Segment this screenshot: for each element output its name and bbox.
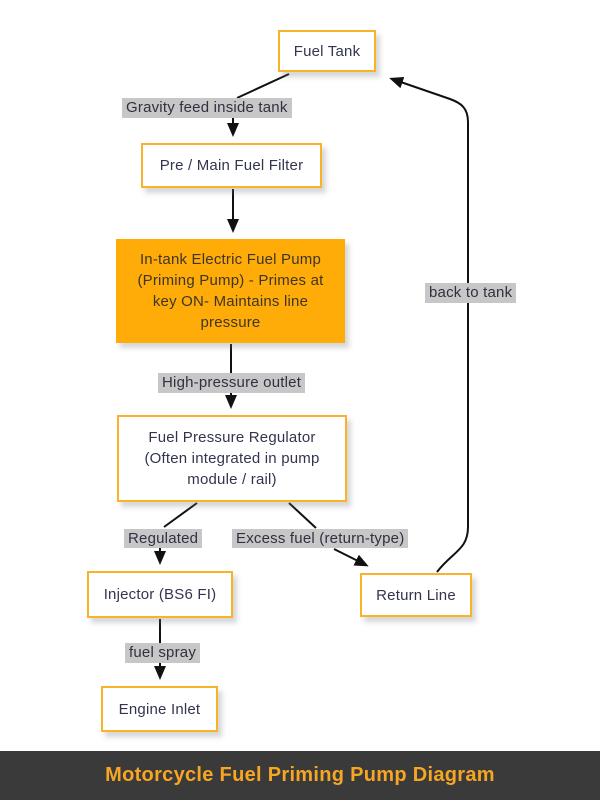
node-injector: Injector (BS6 FI) [87,571,233,618]
node-engine-inlet: Engine Inlet [101,686,218,732]
node-pressure-regulator-label: Fuel Pressure Regulator (Often integrate… [144,429,320,488]
edge-regulator-to-excess-label [288,502,317,529]
footer-bar: Motorcycle Fuel Priming Pump Diagram [0,751,600,800]
edge-label-excess-fuel: Excess fuel (return-type) [232,529,409,548]
edge-label-high-pressure-outlet: High-pressure outlet [158,373,306,393]
node-fuel-filter-label: Pre / Main Fuel Filter [159,157,304,174]
node-fuel-tank-label: Fuel Tank [293,42,361,60]
node-engine-inlet-label: Engine Inlet [118,700,201,718]
edge-label-fuel-spray: fuel spray [125,643,201,663]
node-fuel-filter: Pre / Main Fuel Filter [141,143,322,188]
node-priming-pump: In-tank Electric Fuel Pump (Priming Pump… [116,239,345,343]
node-priming-pump-label: In-tank Electric Fuel Pump (Priming Pump… [137,251,324,331]
edge-excess-to-returnline-arrow [333,548,369,567]
edge-regulator-to-regulated-label [163,502,198,528]
node-fuel-tank: Fuel Tank [278,30,376,72]
node-injector-label: Injector (BS6 FI) [103,586,217,603]
edge-returnline-back-to-tank-arrow [389,76,469,573]
node-return-line: Return Line [360,573,472,617]
diagram-title: Motorcycle Fuel Priming Pump Diagram [105,764,495,786]
edge-fueltank-to-gravity-label [236,73,290,99]
node-return-line-label: Return Line [376,586,456,604]
edge-label-regulated: Regulated [124,529,203,548]
node-pressure-regulator: Fuel Pressure Regulator (Often integrate… [117,415,347,502]
edge-label-back-to-tank: back to tank [425,283,517,303]
edge-label-gravity-feed: Gravity feed inside tank [122,98,292,118]
